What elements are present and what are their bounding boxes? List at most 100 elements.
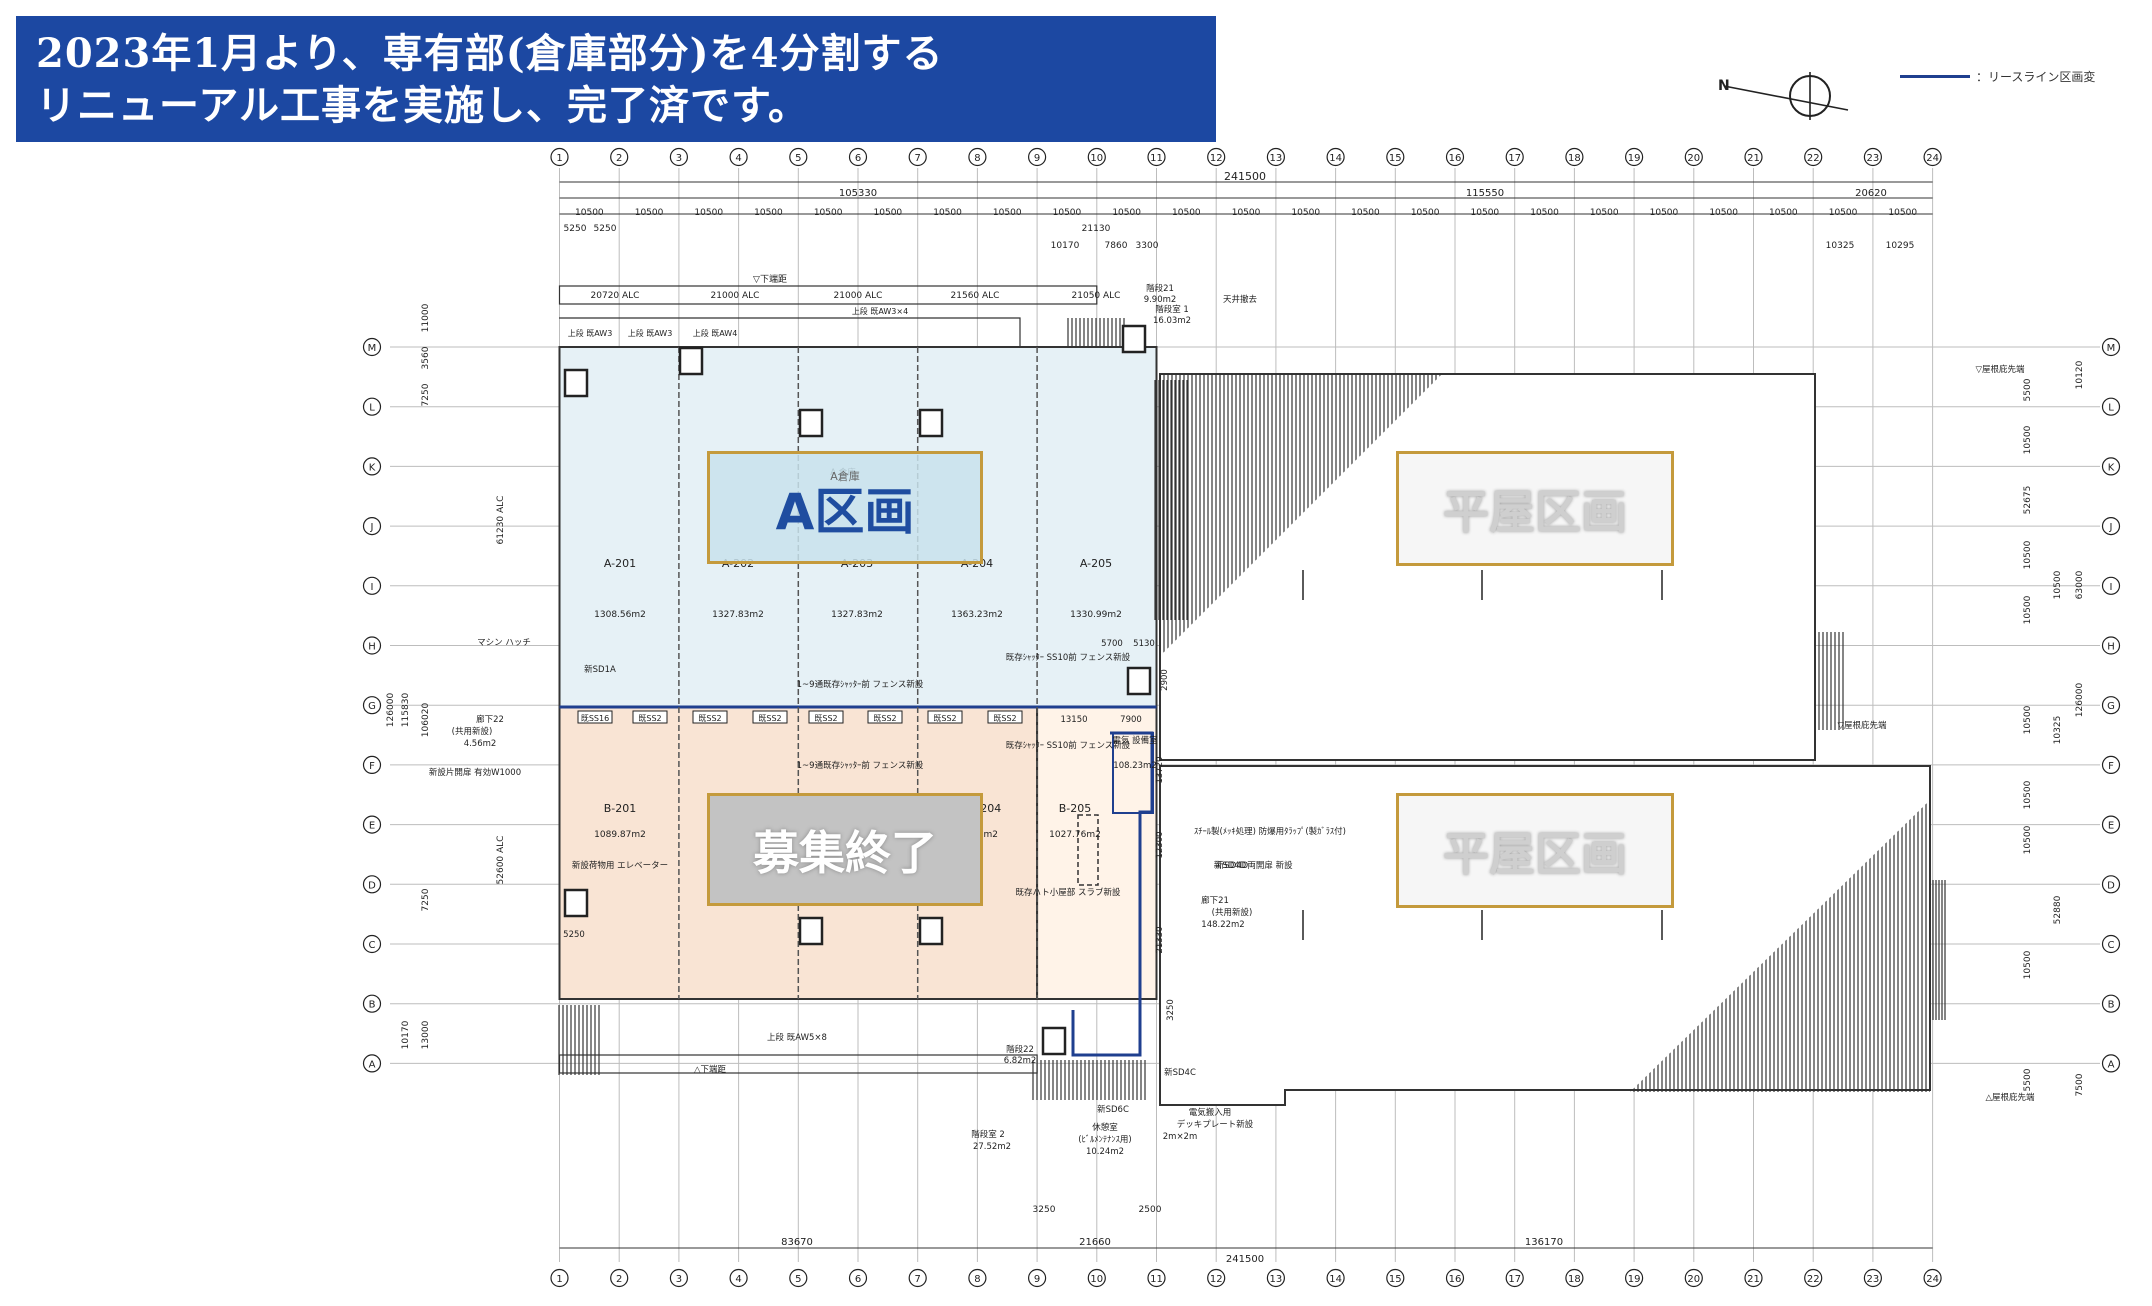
dim-right-17: 7500	[2075, 1073, 2085, 1096]
note-new-sd4c: 新SD4C	[1164, 1067, 1196, 1078]
row-bubble-A-right	[2101, 1054, 2121, 1073]
row-bubble-text-B: B	[369, 1000, 376, 1011]
dim-top-bay-21: 10500	[1769, 208, 1798, 218]
dim-top-10325: 10325	[1826, 241, 1855, 251]
recruitment-ended-text: 募集終了	[753, 825, 937, 880]
dim-top-group3: 20620	[1855, 188, 1887, 199]
dim-left-6: 106020	[421, 703, 431, 738]
dim-top-bay-8: 10500	[993, 208, 1022, 218]
note-rest-room-sub: (ﾋﾞﾙﾒﾝﾃﾅﾝｽ用)	[1078, 1135, 1131, 1145]
column-bubble-21-bottom	[1744, 1268, 1763, 1288]
flat-area-upper	[1159, 373, 1816, 761]
column-bubble-14-bottom	[1326, 1268, 1345, 1288]
dim-top-bay-18: 10500	[1590, 208, 1619, 218]
column-bubble-text-8: 8	[974, 1274, 980, 1285]
dim-bottom-right: 136170	[1525, 1237, 1563, 1248]
unit-area-a5: 1330.99m2	[1070, 610, 1122, 620]
unit-name-b1: B-201	[604, 802, 637, 815]
column-bubble-text-3: 3	[676, 1274, 682, 1285]
dim-top-sub2: 5250	[594, 224, 617, 234]
column-bubble-7-top	[908, 147, 927, 167]
dim-right-12: 10500	[2023, 780, 2033, 809]
dim-right-13: 10500	[2023, 825, 2033, 854]
column-bubble-17-top	[1505, 147, 1524, 167]
dim-left-1: 11000	[421, 303, 431, 332]
column-bubble-text-19: 19	[1628, 1274, 1641, 1285]
column-bubble-20-bottom	[1684, 1268, 1703, 1288]
dim-right-14: 52880	[2053, 895, 2063, 924]
column-bubble-text-17: 17	[1508, 1274, 1521, 1285]
column-bubble-text-14: 14	[1329, 1274, 1342, 1285]
column-bubble-text-4: 4	[735, 153, 741, 164]
dim-left-10: 10170	[401, 1020, 411, 1049]
unit-area-b2: ..6m2	[972, 830, 998, 840]
door-tag-7: 既SS2	[933, 714, 956, 723]
row-bubble-D-left	[362, 875, 382, 894]
column-bubble-2-bottom	[610, 1268, 629, 1288]
dim-top-3300: 3300	[1136, 241, 1159, 251]
upper-note-5: 21050 ALC	[1072, 291, 1121, 301]
column-bubble-text-7: 7	[915, 1274, 921, 1285]
upper-stair-note-1: 上段 既AW3	[568, 328, 613, 338]
dim-left-11: 13000	[421, 1020, 431, 1049]
note-corridor21-sub: (共用新設)	[1212, 907, 1253, 918]
column-bubble-text-20: 20	[1687, 1274, 1700, 1285]
recruitment-ended-label: 募集終了	[707, 793, 983, 906]
dim-right-3: 10500	[2023, 425, 2033, 454]
dim-top-bay-3: 10500	[694, 208, 723, 218]
column-bubble-text-19: 19	[1628, 153, 1641, 164]
row-bubble-A-left	[362, 1054, 382, 1073]
dim-top-bay-19: 10500	[1650, 208, 1679, 218]
column-bubble-text-12: 12	[1210, 153, 1223, 164]
equipment-box-4	[918, 408, 944, 438]
dim-left-8: 52600 ALC	[496, 836, 506, 885]
door-tag-2: 既SS2	[638, 714, 661, 723]
dim-top-total: 241500	[1224, 170, 1266, 183]
note-shutter-a: 既存ｼｬｯﾀｰ SS10前 フェンス新設	[1006, 652, 1131, 663]
note-door-new: 新SD4D	[1214, 860, 1247, 871]
door-tag-3: 既SS2	[698, 714, 721, 723]
row-bubble-M-right	[2101, 337, 2121, 357]
column-bubble-text-6: 6	[855, 1274, 861, 1285]
dim-top-10170: 10170	[1051, 241, 1080, 251]
equipment-box-7	[918, 916, 944, 946]
column-bubble-15-bottom	[1386, 1268, 1405, 1288]
column-bubble-1-bottom	[550, 1268, 569, 1288]
door-tag-box-3	[692, 710, 728, 724]
dim-right-6: 10500	[2053, 570, 2063, 599]
column-bubble-text-15: 15	[1389, 1274, 1402, 1285]
note-up-stair-bottom: 上段 既AW5×8	[767, 1032, 827, 1043]
dim-top-bay-17: 10500	[1530, 208, 1559, 218]
hatch-stair-left	[558, 1005, 600, 1075]
note-elec-entry: 電気搬入用	[1189, 1107, 1232, 1118]
column-bubble-text-4: 4	[735, 1274, 741, 1285]
column-bubble-6-top	[848, 147, 868, 167]
note-corridor21: 廊下21	[1201, 895, 1229, 906]
note-machine-hatch: マシン ハッチ	[477, 638, 531, 648]
dim-top-bay-15: 10500	[1411, 208, 1440, 218]
row-bubble-L-right	[2101, 397, 2121, 416]
row-bubble-C-right	[2101, 934, 2121, 954]
unit-area-a1: 1308.56m2	[594, 610, 646, 620]
column-bubble-text-5: 5	[795, 153, 801, 164]
upper-stair-note-4: 上段 既AW3×4	[852, 306, 908, 316]
dim-top-bay-9: 10500	[1053, 208, 1082, 218]
row-bubble-text-H: H	[2107, 642, 2115, 653]
door-tag-4: 既SS2	[758, 714, 781, 723]
column-bubble-text-14: 14	[1329, 153, 1342, 164]
ramp-outline	[1077, 814, 1099, 886]
dim-top-sub1: 5250	[564, 224, 587, 234]
upper-note-4: 21560 ALC	[951, 291, 1000, 301]
flat-section-label-lower: 平屋区画	[1396, 793, 1674, 908]
column-bubble-19-top	[1624, 147, 1644, 167]
column-bubble-text-6: 6	[855, 153, 861, 164]
note-door-new-label: 両開扉 新設	[1247, 860, 1293, 871]
note-dim-12300: 12300	[1155, 831, 1165, 858]
dim-top-bay-6: 10500	[874, 208, 903, 218]
row-bubble-text-A: A	[2108, 1059, 2115, 1070]
column-bubble-4-top	[729, 147, 748, 167]
note-stair2: 階段室 2	[971, 1129, 1005, 1140]
column-bubble-text-10: 10	[1090, 153, 1103, 164]
dim-top-bay-20: 10500	[1709, 208, 1738, 218]
dim-right-10: 10325	[2053, 716, 2063, 745]
